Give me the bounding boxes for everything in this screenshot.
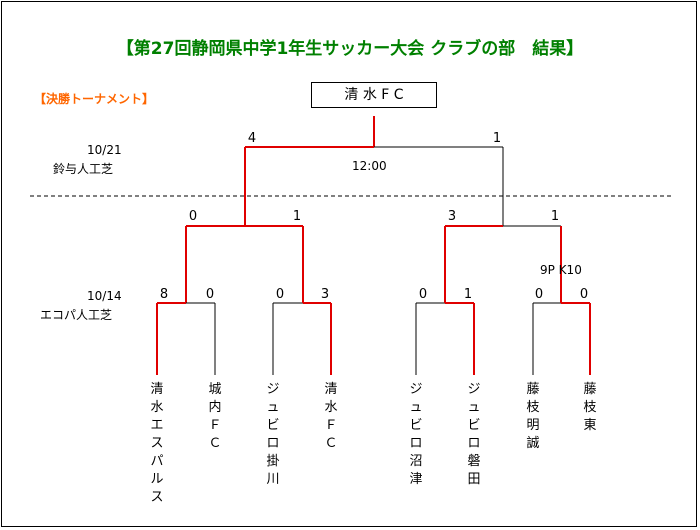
final-score-left: 4 <box>247 131 257 146</box>
first-round-venue: エコパ人工芝 <box>40 308 113 322</box>
final-date: 10/21 <box>87 143 122 157</box>
tournament-subtitle: 【決勝トーナメント】 <box>34 92 155 106</box>
qf-score-1: 8 <box>159 287 169 302</box>
team-name-3: ジュビロ掛川 <box>266 382 280 487</box>
page-title: 【第27回静岡県中学1年生サッカー大会 クラブの部 結果】 <box>116 39 584 59</box>
champion-box: 清 水 F C <box>311 82 437 108</box>
qf-score-8: 0 <box>579 287 589 302</box>
team-name-1: 清水エスパルス <box>150 382 164 505</box>
final-venue: 鈴与人工芝 <box>53 162 114 176</box>
qf-score-6: 1 <box>463 287 473 302</box>
pk-note: 9P K10 <box>540 263 582 277</box>
team-name-8: 藤枝東 <box>583 382 597 433</box>
final-score-right: 1 <box>492 131 502 146</box>
team-name-6: ジュビロ磐田 <box>467 382 481 487</box>
team-name-4: 清水ＦＣ <box>324 382 338 451</box>
semi-score-4: 1 <box>550 209 560 224</box>
team-name-2: 城内ＦＣ <box>208 382 222 451</box>
qf-score-5: 0 <box>418 287 428 302</box>
semi-score-2: 1 <box>292 209 302 224</box>
qf-score-2: 0 <box>205 287 215 302</box>
qf-score-3: 0 <box>275 287 285 302</box>
semi-score-3: 3 <box>447 209 457 224</box>
qf-score-4: 3 <box>320 287 330 302</box>
team-name-5: ジュビロ沼津 <box>409 382 423 487</box>
team-name-7: 藤枝明誠 <box>526 382 540 451</box>
qf-score-7: 0 <box>534 287 544 302</box>
semi-score-1: 0 <box>188 209 198 224</box>
first-round-date: 10/14 <box>87 289 122 303</box>
final-time: 12:00 <box>352 159 387 173</box>
